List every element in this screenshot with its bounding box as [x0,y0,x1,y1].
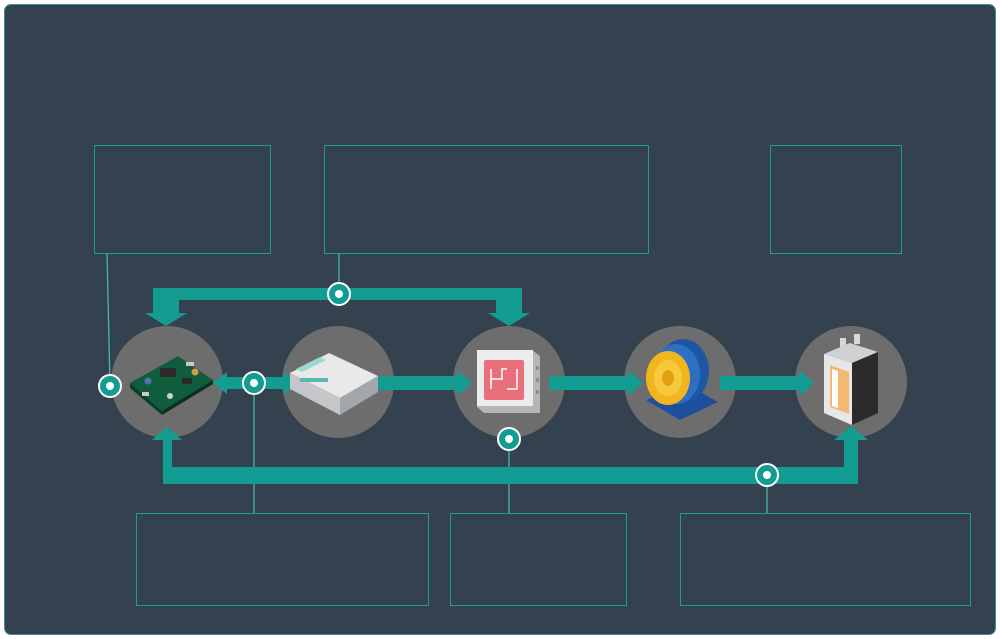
arrow-4-5 [720,370,814,396]
arrow-2-3 [378,370,472,396]
label-box-bottom-left [136,513,429,606]
marker-bottom-center [497,427,521,451]
marker-bottom-right [755,463,779,487]
motor-drum-icon [646,339,718,420]
label-box-bottom-center [450,513,627,606]
marker-top-left [98,374,122,398]
label-box-top-left [94,145,271,254]
label-box-top-right [770,145,902,254]
label-box-top-center [324,145,649,254]
relay-icon [477,350,540,413]
top-feedback-arrow [145,288,530,326]
arrow-3-4 [549,370,643,396]
bottom-feedback-arrow [152,426,868,484]
marker-top-center [327,282,351,306]
elevator-cabinet-icon [824,334,878,425]
connector-line-top-left [106,253,111,387]
controller-box-icon [290,353,378,415]
marker-bottom-left [242,371,266,395]
connection-markers [98,282,779,487]
flow-arrows [145,288,868,484]
circuit-board-icon [130,356,213,415]
label-box-bottom-right [680,513,971,606]
